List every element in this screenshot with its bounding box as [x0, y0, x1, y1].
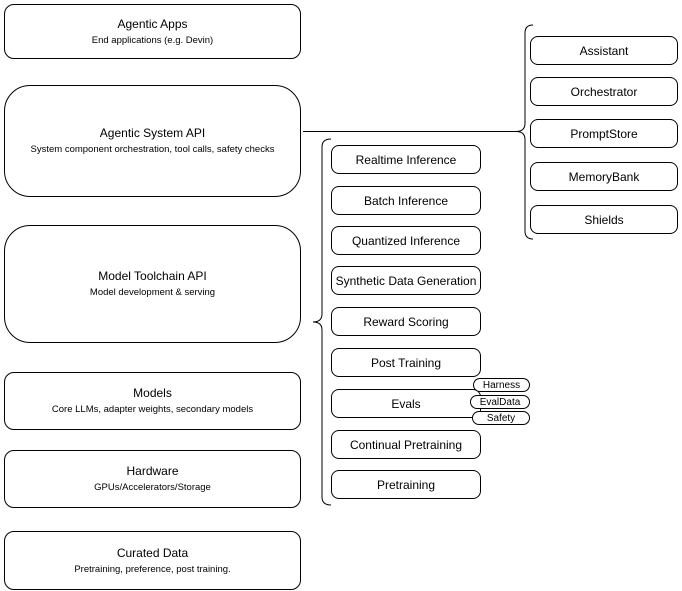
system-components-brace [515, 24, 534, 240]
layer-box-models: Models Core LLMs, adapter weights, secon… [4, 372, 301, 430]
eval-badge-harness: Harness [473, 378, 530, 392]
service-box-pretraining: Pretraining [331, 470, 481, 499]
layer-title: Hardware [126, 464, 179, 478]
layer-subtitle: GPUs/Accelerators/Storage [94, 482, 211, 493]
service-box-batch-inference: Batch Inference [331, 186, 481, 215]
component-label: PromptStore [570, 126, 638, 141]
service-box-reward-scoring: Reward Scoring [331, 307, 481, 336]
layer-box-agentic-system-api: Agentic System API System component orch… [4, 85, 301, 197]
layer-title: Agentic System API [99, 126, 206, 140]
toolchain-services-brace [312, 138, 332, 506]
service-box-synthetic-data-generation: Synthetic Data Generation [331, 266, 481, 295]
component-box-assistant: Assistant [530, 36, 678, 65]
layer-subtitle: Core LLMs, adapter weights, secondary mo… [51, 404, 254, 415]
eval-badge-label: Harness [482, 379, 521, 391]
layer-subtitle: Pretraining, preference, post training. [74, 563, 231, 575]
service-box-post-training: Post Training [331, 348, 481, 377]
service-label: Realtime Inference [355, 152, 457, 167]
component-label: Assistant [579, 43, 629, 58]
eval-badge-label: Safety [486, 412, 516, 424]
layer-title: Agentic Apps [117, 16, 188, 31]
eval-badge-label: EvalData [479, 396, 521, 408]
layer-box-curated-data: Curated Data Pretraining, preference, po… [4, 531, 301, 590]
service-label: Batch Inference [363, 193, 449, 208]
component-box-memorybank: MemoryBank [530, 162, 678, 191]
service-box-quantized-inference: Quantized Inference [331, 226, 481, 255]
component-box-shields: Shields [530, 205, 678, 234]
layer-box-model-toolchain-api: Model Toolchain API Model development & … [4, 225, 301, 343]
service-label: Continual Pretraining [349, 437, 463, 452]
component-label: MemoryBank [568, 169, 640, 184]
eval-badge-safety: Safety [472, 411, 530, 425]
layer-box-hardware: Hardware GPUs/Accelerators/Storage [4, 450, 301, 508]
service-label: Reward Scoring [363, 314, 449, 329]
service-label: Quantized Inference [351, 233, 461, 248]
component-box-promptstore: PromptStore [530, 119, 678, 148]
eval-badge-evaldata: EvalData [470, 395, 530, 409]
service-box-continual-pretraining: Continual Pretraining [331, 430, 481, 459]
layer-subtitle: Model development & serving [89, 287, 216, 298]
layer-title: Curated Data [116, 545, 189, 560]
layer-title: Models [133, 386, 172, 400]
service-label: Pretraining [376, 477, 436, 492]
service-box-realtime-inference: Realtime Inference [331, 145, 481, 174]
component-box-orchestrator: Orchestrator [530, 77, 678, 106]
layer-title: Model Toolchain API [98, 269, 207, 283]
service-label: Evals [391, 396, 421, 411]
layer-box-agentic-apps: Agentic Apps End applications (e.g. Devi… [4, 4, 301, 59]
component-label: Shields [584, 212, 624, 227]
layer-subtitle: System component orchestration, tool cal… [30, 144, 275, 155]
service-label: Post Training [370, 355, 442, 370]
layer-subtitle: End applications (e.g. Devin) [91, 34, 214, 46]
service-box-evals: Evals [331, 389, 481, 418]
service-label: Synthetic Data Generation [335, 273, 477, 288]
component-label: Orchestrator [570, 84, 638, 99]
